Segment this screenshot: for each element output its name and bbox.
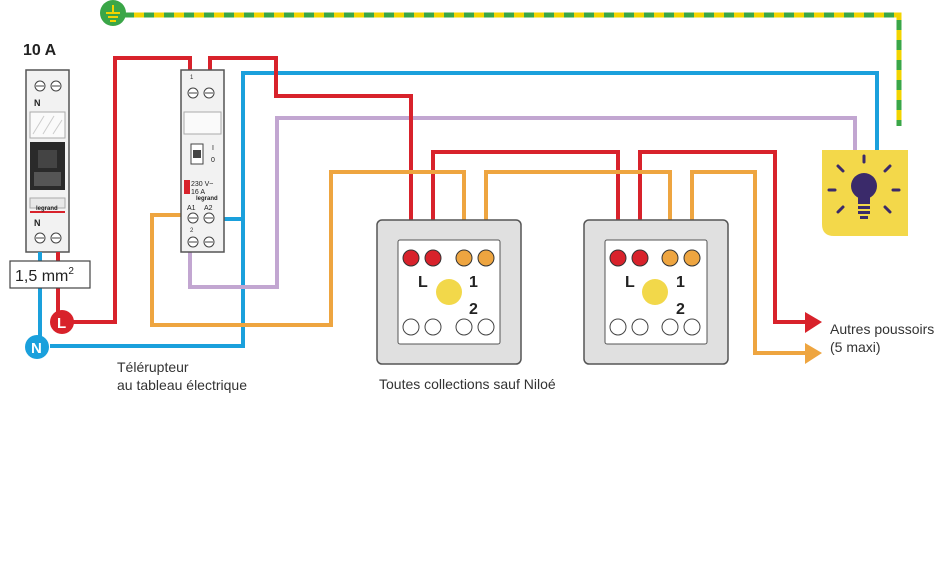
- other-buttons-line1: Autres poussoirs: [830, 321, 934, 337]
- earth-icon: [100, 0, 126, 26]
- relay-rating-1: 230 V~: [191, 181, 213, 188]
- pb1-indicator: [436, 279, 462, 305]
- relay-off: 0: [211, 157, 215, 164]
- control-wire: [188, 116, 857, 289]
- cable-section-box: 1,5 mm2: [9, 260, 91, 289]
- pb2-label-1: 1: [676, 274, 685, 291]
- breaker-bottom-label: N: [34, 218, 41, 228]
- pb2-indicator: [642, 279, 668, 305]
- breaker-brand: legrand: [36, 206, 58, 212]
- svg-text:L: L: [57, 315, 66, 332]
- pb1-label-1: 1: [469, 274, 478, 291]
- relay-a2: A2: [204, 205, 213, 212]
- return-wire: [150, 170, 805, 355]
- relay-on: I: [212, 145, 214, 152]
- breaker-top-label: N: [34, 98, 41, 108]
- pushbutton-2: L 1 2: [583, 219, 729, 365]
- svg-text:N: N: [31, 340, 42, 357]
- pushbuttons-caption: Toutes collections sauf Niloé: [379, 376, 556, 392]
- relay-caption-2: au tableau électrique: [117, 377, 247, 393]
- remote-relay: 1 I 0 230 V~ 16 A legrand A1 A2 2: [180, 69, 225, 253]
- relay-pin-top: 1: [190, 75, 194, 81]
- relay-brand: legrand: [196, 196, 218, 202]
- breaker-rating: 10 A: [23, 42, 57, 59]
- return-arrow-icon: [805, 343, 822, 364]
- neutral-terminal: N: [25, 335, 49, 359]
- circuit-breaker: 10 A N legrand N: [23, 42, 70, 253]
- pb2-label-2: 2: [676, 301, 685, 318]
- pushbutton-1: L 1 2: [376, 219, 522, 365]
- phase-arrow-icon: [805, 312, 822, 333]
- other-buttons-line2: (5 maxi): [830, 339, 881, 355]
- relay-rating-2: 16 A: [191, 189, 205, 196]
- cable-section: 1,5 mm: [15, 268, 68, 285]
- phase-wire: [62, 56, 805, 324]
- relay-caption-1: Télérupteur: [117, 359, 189, 375]
- phase-terminal: L: [50, 310, 74, 334]
- lamp-icon: [822, 150, 908, 236]
- svg-text:1,5 mm2: 1,5 mm2: [15, 266, 74, 285]
- pb1-label-2: 2: [469, 301, 478, 318]
- pb2-label-l: L: [625, 274, 635, 291]
- relay-a1: A1: [187, 205, 196, 212]
- earth-wire: [124, 12, 902, 126]
- pb1-label-l: L: [418, 274, 428, 291]
- cable-section-sup: 2: [68, 266, 74, 277]
- relay-pin-bottom: 2: [190, 228, 194, 234]
